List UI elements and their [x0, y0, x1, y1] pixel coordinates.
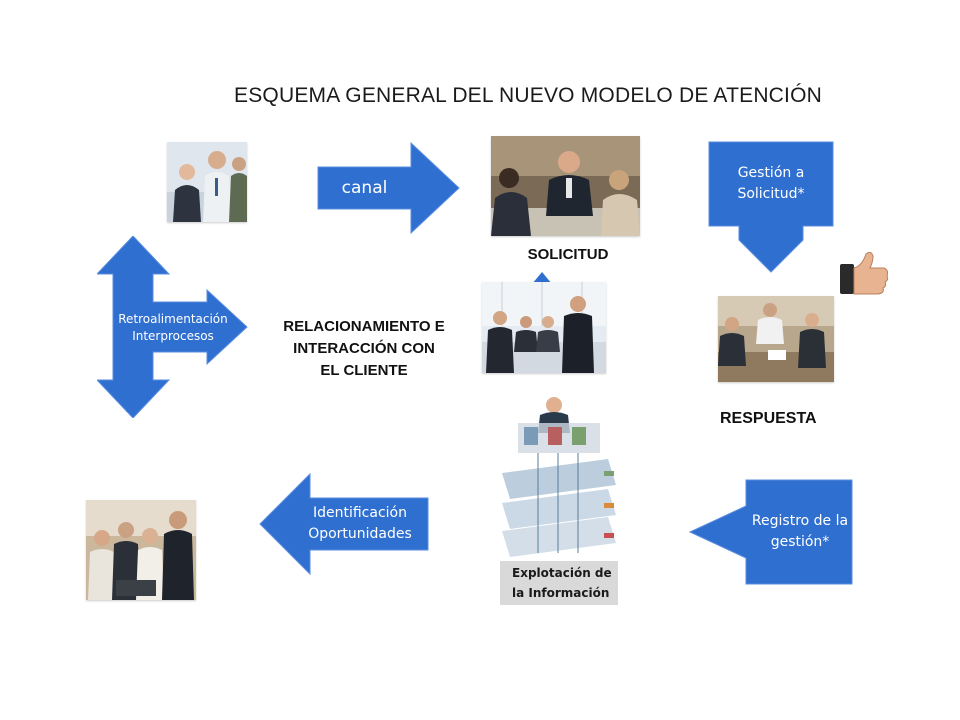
gestion-arrow: Gestión a Solicitud*	[707, 140, 835, 274]
registro-arrow: Registro de la gestión*	[688, 478, 854, 586]
identificacion-label: Identificación Oportunidades	[308, 505, 412, 542]
solicitud-photo	[491, 136, 640, 236]
canal-arrow: canal	[316, 141, 462, 235]
identificacion-arrow: Identificación Oportunidades	[258, 472, 430, 576]
explotacion-line-2: la Información	[512, 586, 610, 600]
center-label: RELACIONAMIENTO E INTERACCIÓN CON EL CLI…	[283, 318, 445, 379]
retroalimentacion-arrow: Retroalimentación Interprocesos	[97, 236, 249, 418]
respuesta-label: RESPUESTA	[720, 410, 817, 427]
registro-label: Registro de la gestión*	[751, 513, 849, 550]
thumbs-up-icon	[838, 250, 890, 296]
respuesta-photo	[718, 296, 834, 382]
retroalimentacion-label: Retroalimentación Interprocesos	[118, 312, 228, 343]
meeting-photo-top-left	[167, 142, 247, 222]
solicitud-label: SOLICITUD	[527, 246, 609, 263]
team-photo	[482, 282, 606, 373]
explotacion-line-1: Explotación de	[512, 566, 612, 580]
canal-label: canal	[341, 178, 388, 198]
diagram-title: ESQUEMA GENERAL DEL NUEVO MODELO DE ATEN…	[234, 84, 822, 107]
explotacion-graphic: Explotación de la Información	[498, 393, 620, 607]
up-arrow-icon	[532, 272, 552, 284]
group-photo	[86, 500, 196, 600]
gestion-label: Gestión a Solicitud*	[737, 165, 805, 202]
